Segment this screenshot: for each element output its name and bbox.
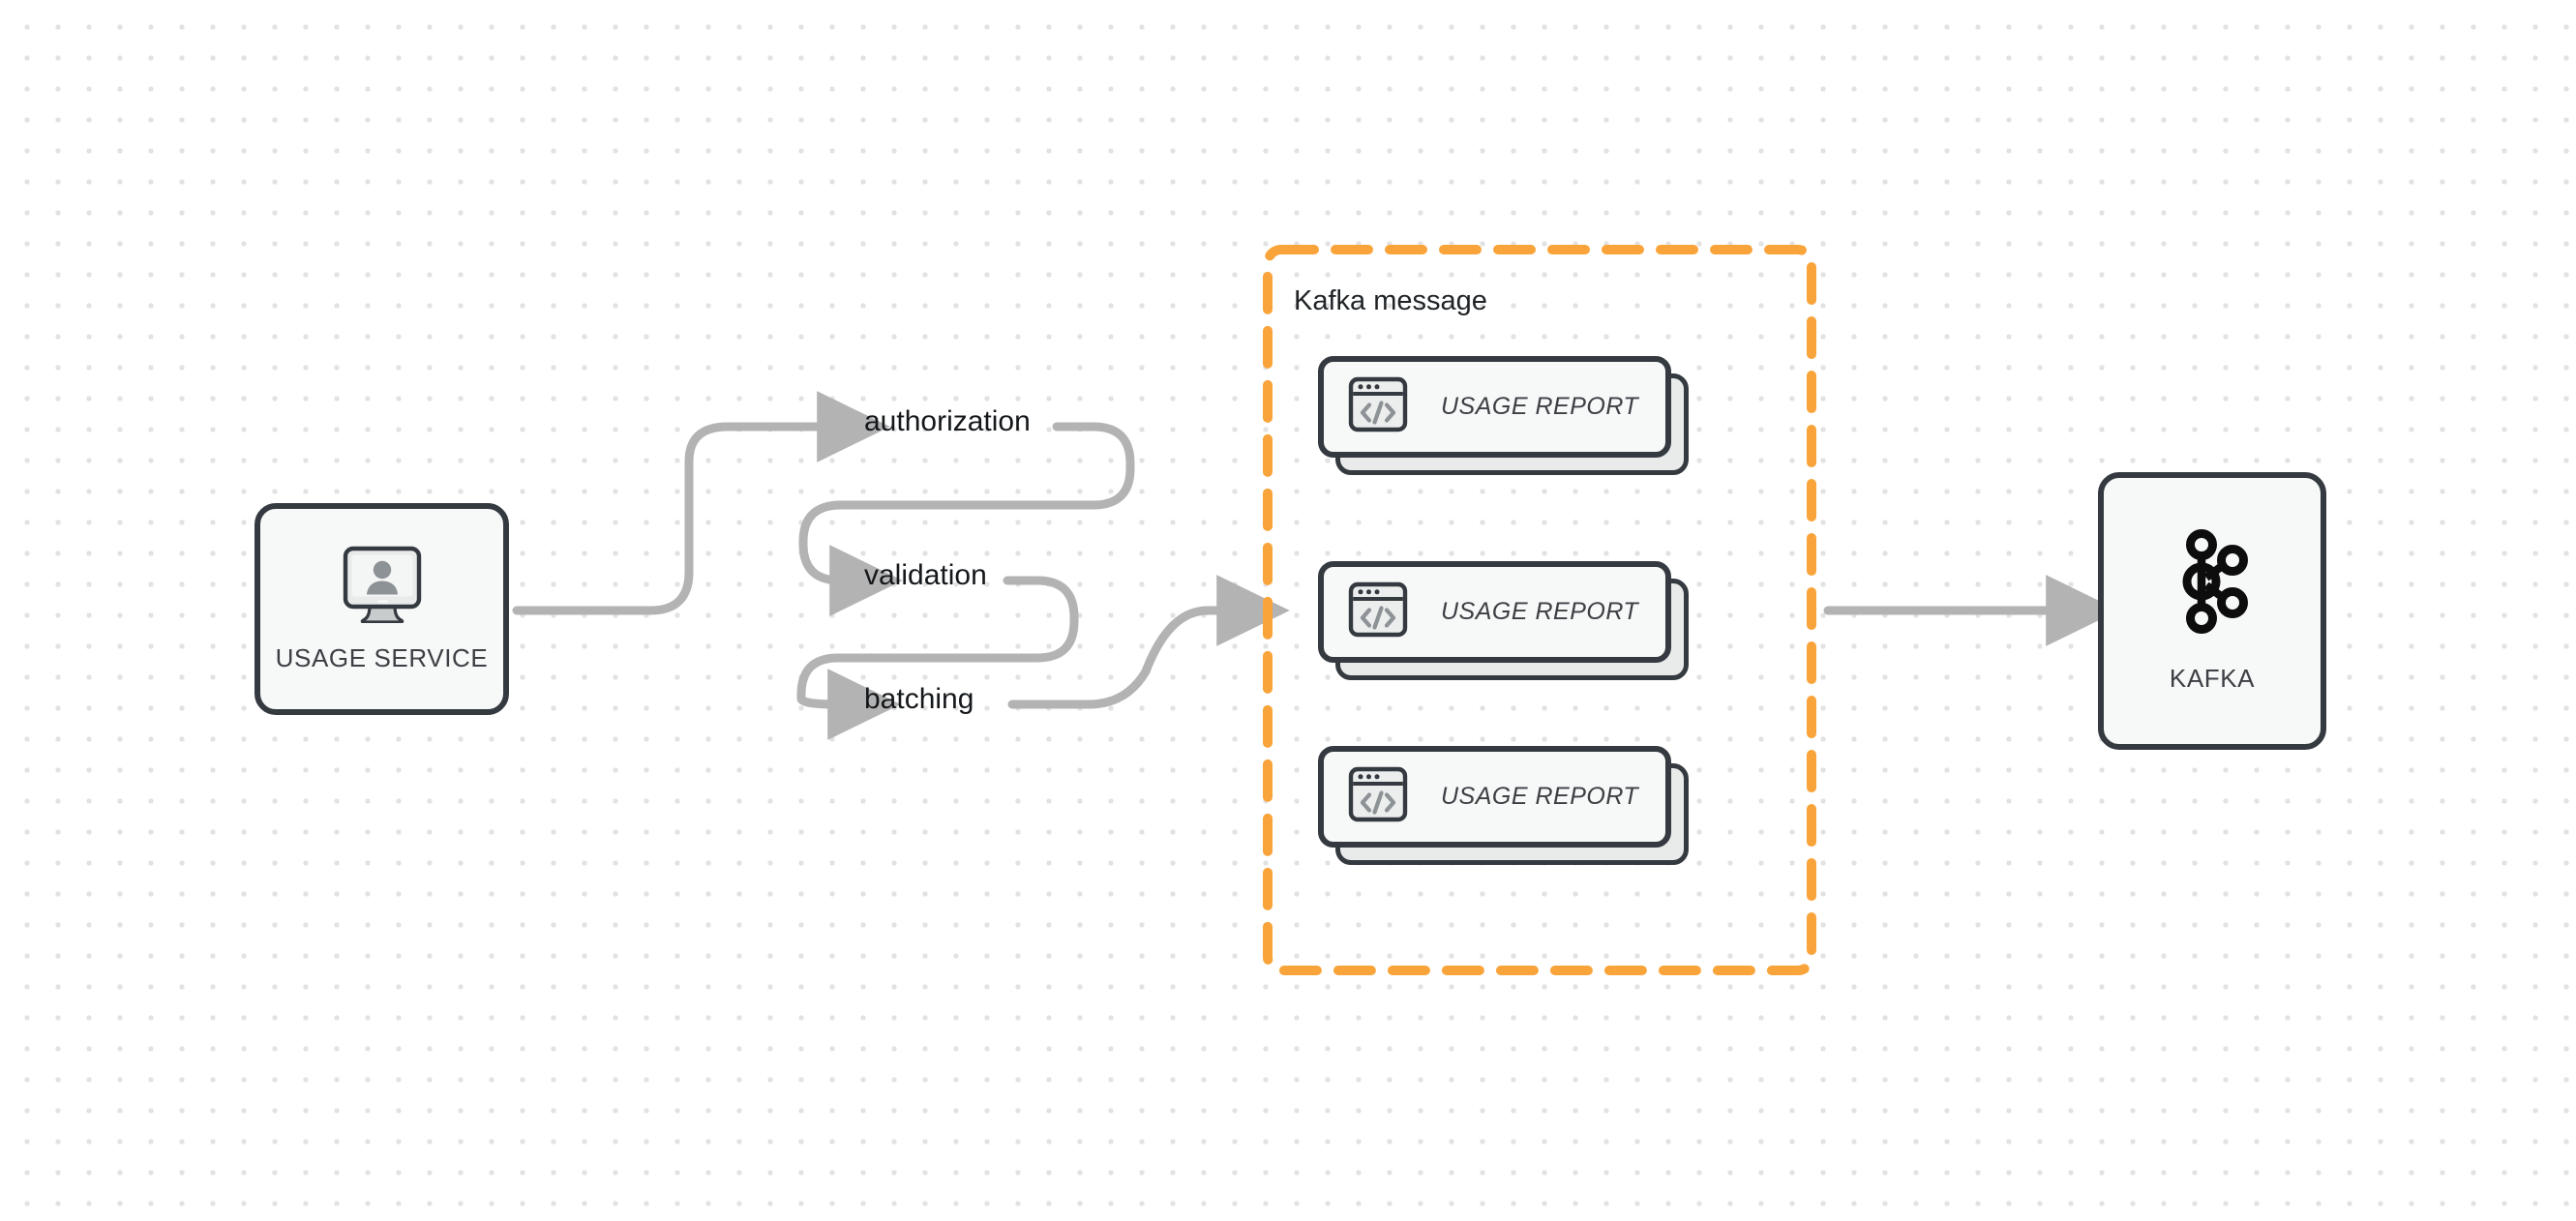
connector-usage-service-to-authorization: [512, 391, 890, 615]
flow-step-authorization[interactable]: authorization: [864, 405, 1031, 437]
group-kafka-message[interactable]: Kafka message: [1263, 245, 1816, 975]
node-kafka[interactable]: KAFKA: [2098, 472, 2326, 750]
usage-report-card[interactable]: USAGE REPORT: [1318, 561, 1689, 680]
flow-step-validation[interactable]: validation: [864, 559, 987, 591]
code-window-icon: [1348, 374, 1408, 439]
usage-report-card[interactable]: USAGE REPORT: [1318, 356, 1689, 475]
group-kafka-message-title: Kafka message: [1294, 285, 1487, 316]
monitor-user-icon: [341, 546, 424, 628]
code-window-icon: [1348, 764, 1408, 829]
node-usage-service-label: USAGE SERVICE: [275, 642, 489, 672]
usage-report-card-front[interactable]: USAGE REPORT: [1318, 746, 1671, 848]
node-usage-service[interactable]: USAGE SERVICE: [255, 503, 509, 715]
kafka-logo-icon: [2171, 528, 2254, 639]
usage-report-card-label: USAGE REPORT: [1441, 393, 1639, 420]
usage-report-card[interactable]: USAGE REPORT: [1318, 746, 1689, 865]
usage-report-card-front[interactable]: USAGE REPORT: [1318, 356, 1671, 458]
node-kafka-label: KAFKA: [2169, 663, 2256, 693]
connector-batching-to-kafka-message: [1007, 575, 1290, 709]
connector-authorization-to-validation: [798, 422, 1135, 616]
usage-report-card-front[interactable]: USAGE REPORT: [1318, 561, 1671, 663]
flow-step-batching[interactable]: batching: [864, 683, 974, 715]
usage-report-card-label: USAGE REPORT: [1441, 783, 1639, 810]
usage-report-card-label: USAGE REPORT: [1441, 598, 1639, 625]
code-window-icon: [1348, 580, 1408, 644]
